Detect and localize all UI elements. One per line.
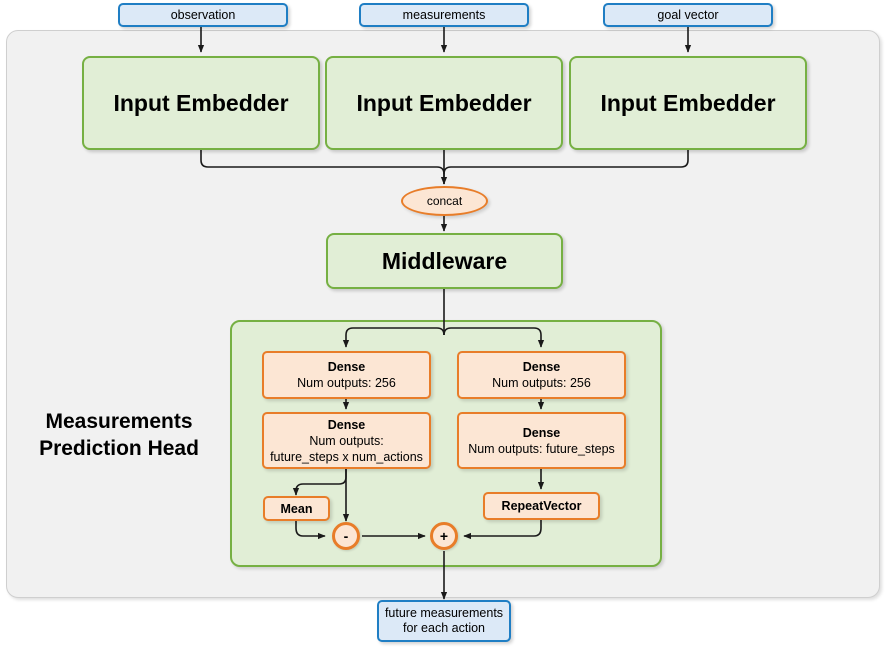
dense-node-left-2[interactable]: Dense Num outputs: future_steps x num_ac… [262, 412, 431, 469]
head-label-line1: Measurements [45, 410, 193, 433]
middleware-node-label: Middleware [381, 247, 508, 274]
head-label-line2: Prediction Head [39, 437, 199, 460]
output-node-line1: future measurements [384, 606, 504, 620]
input-node-measurements-label: measurements [402, 7, 486, 22]
dense-node-right-1-detail: Num outputs: 256 [492, 376, 591, 390]
input-embedder-measurements-label: Input Embedder [356, 89, 532, 116]
repeat-vector-node-label: RepeatVector [501, 499, 582, 513]
input-embedder-observation[interactable]: Input Embedder [82, 56, 320, 150]
mean-node[interactable]: Mean [263, 496, 330, 521]
concat-node[interactable]: concat [401, 186, 488, 216]
measurements-prediction-head-label: Measurements Prediction Head [16, 408, 222, 462]
dense-node-right-1[interactable]: Dense Num outputs: 256 [457, 351, 626, 399]
input-embedder-goal-vector[interactable]: Input Embedder [569, 56, 807, 150]
dense-node-right-2-detail: Num outputs: future_steps [468, 441, 615, 456]
subtract-operator-symbol: - [343, 528, 349, 544]
dense-node-right-1-title: Dense [522, 360, 561, 374]
add-operator-node[interactable]: + [430, 522, 458, 550]
dense-node-left-2-detail-line1: Num outputs: [309, 433, 384, 448]
dense-node-right-2[interactable]: Dense Num outputs: future_steps [457, 412, 626, 469]
dense-node-left-2-title: Dense [327, 417, 366, 432]
concat-node-label: concat [426, 194, 463, 208]
input-node-observation-label: observation [170, 7, 236, 22]
subtract-operator-node[interactable]: - [332, 522, 360, 550]
dense-node-left-2-detail-line2: future_steps x num_actions [270, 449, 423, 464]
input-node-goal-vector[interactable]: goal vector [603, 3, 773, 27]
dense-node-left-1-detail: Num outputs: 256 [297, 376, 396, 390]
input-node-goal-vector-label: goal vector [657, 7, 719, 22]
input-embedder-observation-label: Input Embedder [113, 89, 289, 116]
dense-node-left-1[interactable]: Dense Num outputs: 256 [262, 351, 431, 399]
dense-node-right-2-title: Dense [522, 425, 561, 440]
repeat-vector-node[interactable]: RepeatVector [483, 492, 600, 520]
input-node-observation[interactable]: observation [118, 3, 288, 27]
output-node-line2: for each action [403, 621, 485, 635]
input-embedder-goal-vector-label: Input Embedder [600, 89, 776, 116]
input-node-measurements[interactable]: measurements [359, 3, 529, 27]
dense-node-left-1-title: Dense [327, 360, 366, 374]
middleware-node[interactable]: Middleware [326, 233, 563, 289]
output-node-future-measurements[interactable]: future measurements for each action [377, 600, 511, 642]
add-operator-symbol: + [439, 528, 449, 544]
mean-node-label: Mean [280, 501, 313, 516]
input-embedder-measurements[interactable]: Input Embedder [325, 56, 563, 150]
